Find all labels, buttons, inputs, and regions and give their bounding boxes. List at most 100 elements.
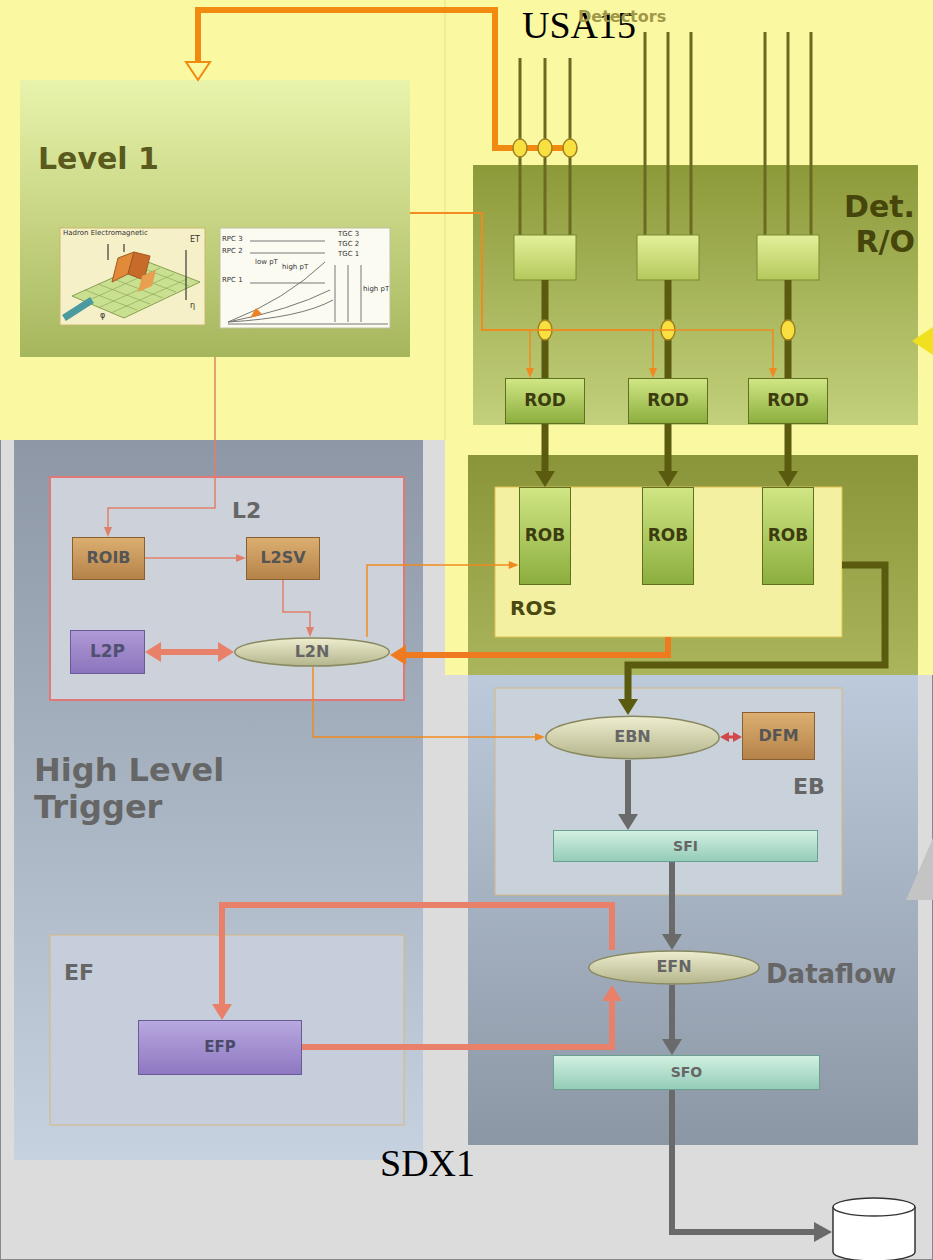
box-label: SFI xyxy=(673,838,698,854)
region-panel: SDX1 High Level Trigger L2ROIB L2SV L2P L2N EF… xyxy=(0,440,933,1260)
region-title: EB xyxy=(793,774,825,799)
box-label: EFN xyxy=(656,958,691,976)
connector-line xyxy=(108,357,215,530)
process-box: L2SV xyxy=(246,537,320,580)
region-panel: ROS ROB ROB ROB xyxy=(495,487,842,637)
arrow-head xyxy=(535,733,545,741)
connector xyxy=(535,424,555,487)
connector xyxy=(390,637,668,665)
figure-label: RPC 3 xyxy=(222,236,243,244)
group-label: Detectors xyxy=(578,8,666,26)
arrow-head xyxy=(535,471,555,487)
arrow-head xyxy=(602,985,622,1001)
region-title: Det. R/O xyxy=(795,190,915,259)
box-label: ROB xyxy=(525,526,566,546)
connector xyxy=(283,580,314,637)
connector xyxy=(658,424,678,487)
connector-line xyxy=(542,424,549,476)
connector xyxy=(410,213,534,378)
connector xyxy=(367,561,519,637)
region-panel: EB EBN DFM SFI xyxy=(495,688,842,895)
process-box: ROIB xyxy=(72,537,145,580)
connector-line xyxy=(625,760,631,819)
arrow-head xyxy=(720,732,729,742)
figure-label: TGC 3 xyxy=(338,231,359,239)
processor-box: L2P xyxy=(70,630,145,674)
connector-line xyxy=(313,667,538,737)
figure-label: high pT xyxy=(282,264,308,272)
figure-label: high pT xyxy=(363,286,389,294)
region-title: Dataflow xyxy=(766,960,896,990)
connector xyxy=(410,213,777,378)
box-label: EBN xyxy=(614,728,651,746)
region-title: Level 1 xyxy=(38,142,159,177)
buffer-box: SFO xyxy=(553,1055,820,1090)
process-box: DFM xyxy=(742,712,815,760)
processor-box: EFP xyxy=(138,1020,302,1075)
rod-box: ROD xyxy=(628,378,708,424)
arrow-head xyxy=(618,814,638,830)
box-label: EFP xyxy=(204,1039,236,1056)
connector-line xyxy=(785,424,792,476)
region-title: L2 xyxy=(232,498,261,523)
arrow-head xyxy=(769,368,777,378)
connector xyxy=(302,985,622,1047)
connector-line xyxy=(283,580,310,630)
arrow-head xyxy=(778,471,798,487)
connector xyxy=(313,667,545,741)
connector xyxy=(212,905,612,1020)
connector xyxy=(662,985,682,1055)
box-label: ROD xyxy=(524,391,566,411)
arrow-head xyxy=(526,368,534,378)
region-title: ROS xyxy=(510,597,557,620)
connector-line xyxy=(669,985,675,1044)
arrow-head xyxy=(649,368,657,378)
connector-line xyxy=(156,649,223,655)
arrow-head xyxy=(218,642,234,662)
region-panel: High Level Trigger L2ROIB L2SV L2P L2N EF EFP xyxy=(14,440,423,1160)
figure-label: low pT xyxy=(255,259,278,267)
connector-line xyxy=(367,565,512,637)
arrow-head xyxy=(662,1039,682,1055)
region-panel: Level 1 xyxy=(20,80,410,357)
arrow-head xyxy=(509,561,519,569)
connector xyxy=(145,554,246,562)
figure-label: RPC 2 xyxy=(222,248,243,256)
arrow-head xyxy=(662,934,682,950)
region-title: SDX1 xyxy=(380,1142,475,1186)
connector-line xyxy=(145,557,239,559)
arrow-head xyxy=(145,642,161,662)
network-ellipse: EBN xyxy=(545,715,720,760)
buffer-box: SFI xyxy=(553,830,818,862)
arrow-head xyxy=(212,1004,232,1020)
connector xyxy=(778,424,798,487)
arrow-head xyxy=(618,699,638,715)
box-label: L2N xyxy=(295,643,330,661)
box-label: L2P xyxy=(90,642,125,662)
rob-box: ROB xyxy=(642,487,695,585)
figure-label: ET xyxy=(190,236,200,245)
rob-box: ROB xyxy=(519,487,572,585)
connector-line xyxy=(401,637,668,655)
region-title: High Level Trigger xyxy=(34,752,334,826)
box-label: ROD xyxy=(647,391,689,411)
figure-label: TGC 2 xyxy=(338,241,359,249)
arrow-head xyxy=(390,645,406,665)
box-label: ROIB xyxy=(86,549,130,567)
arrow-head xyxy=(104,527,112,537)
network-ellipse: EFN xyxy=(588,950,760,985)
figure-label: η xyxy=(190,302,195,311)
connector-line xyxy=(628,565,885,704)
region-panel: Dataflow EB EBN DFM SFI EFN SFO xyxy=(468,675,918,1145)
connector-line xyxy=(669,862,675,939)
connector xyxy=(104,357,215,537)
region-panel: EF EFP xyxy=(50,935,404,1125)
figure-label: TGC 1 xyxy=(338,251,359,259)
region-panel: Det. R/ORODRODROD xyxy=(473,165,918,425)
box-label: ROB xyxy=(768,526,809,546)
connector-line xyxy=(665,424,672,476)
box-label: ROB xyxy=(648,526,689,546)
region-title: EF xyxy=(64,960,94,985)
figure-label: Hadron Electromagnetic xyxy=(63,230,148,238)
